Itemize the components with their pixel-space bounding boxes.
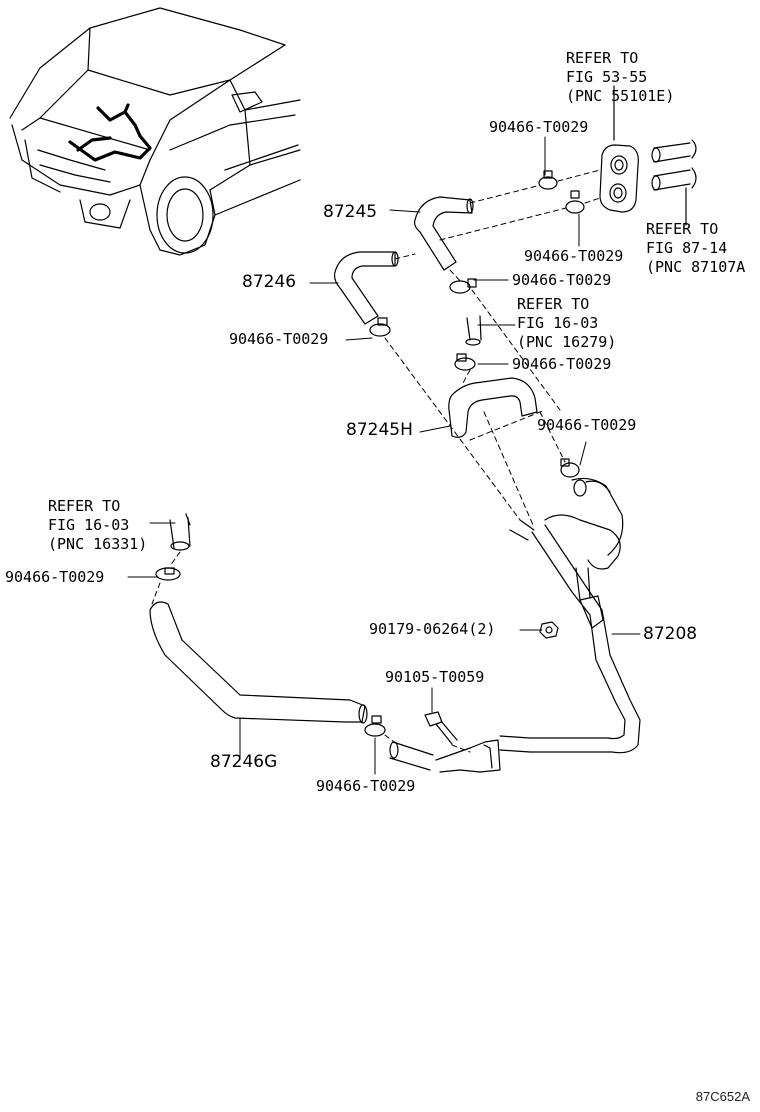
hose-87246 (335, 252, 398, 324)
engine-pipes (170, 316, 481, 770)
reference-note: REFER TO FIG 16-03 (PNC 16279) (517, 295, 617, 351)
clamp-label: 90466-T0029 (512, 271, 612, 289)
clamp-label: 90466-T0029 (537, 416, 637, 434)
figure-code: 87C652A (695, 1089, 750, 1104)
part-label-87246g: 87246G (210, 752, 278, 772)
clamp-label: 90466-T0029 (489, 118, 589, 136)
part-label-87246: 87246 (242, 272, 297, 292)
fasteners (425, 622, 558, 744)
reference-note: REFER TO FIG 16-03 (PNC 16331) (48, 497, 148, 553)
clamp-label: 90466-T0029 (512, 355, 612, 373)
part-label-87245h: 87245H (346, 420, 413, 440)
hose-87245h (449, 378, 537, 437)
clamp-label: 90466-T0029 (5, 568, 105, 586)
hose-87245 (415, 197, 473, 270)
clamp-label: 90466-T0029 (316, 777, 416, 795)
clamp-label: 90466-T0029 (524, 247, 624, 265)
hose-87246g (150, 602, 367, 723)
reference-note: REFER TO FIG 87-14 (PNC 87107A (646, 220, 746, 276)
vehicle-illustration (10, 8, 300, 255)
hose-clamps (156, 171, 584, 736)
heater-valve-assembly (600, 86, 696, 225)
pipe-87208 (436, 478, 640, 772)
reference-note: REFER TO FIG 53-55 (PNC 55101E) (566, 49, 675, 105)
clamp-label: 90466-T0029 (229, 330, 329, 348)
part-label-87245: 87245 (323, 202, 378, 222)
leader-lines (128, 137, 640, 774)
assembly-lines (152, 170, 600, 752)
nut-label: 90179-06264(2) (369, 620, 496, 638)
bolt-label: 90105-T0059 (385, 668, 485, 686)
part-label-87208: 87208 (643, 624, 698, 644)
